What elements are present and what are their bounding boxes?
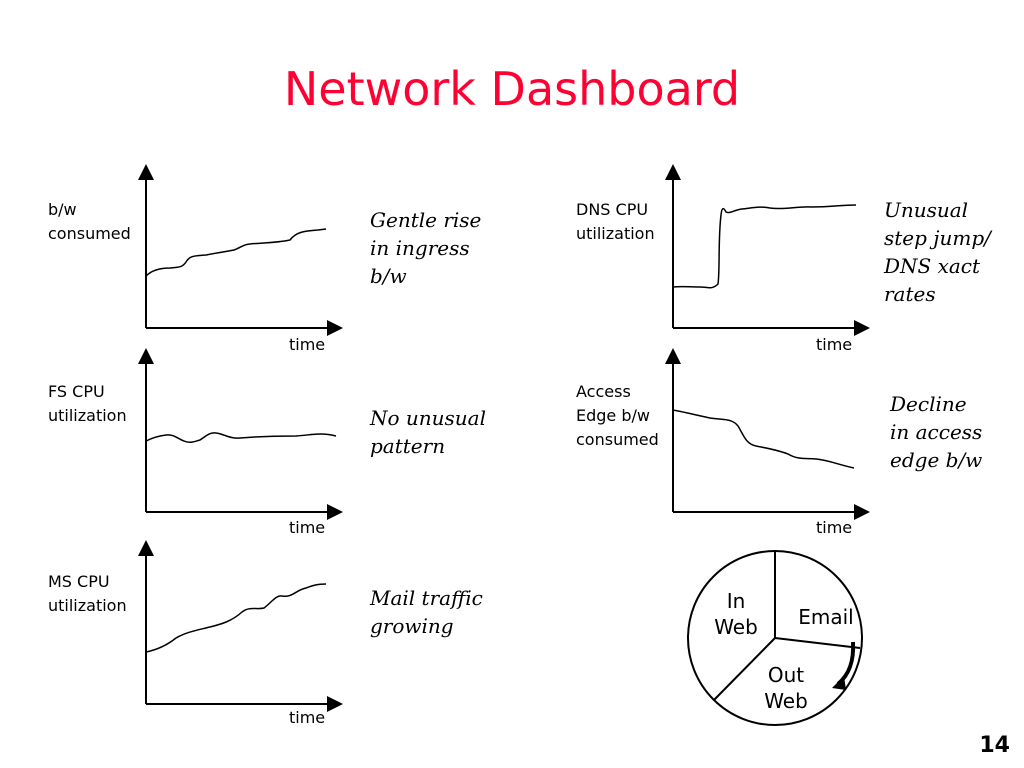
series-line [145,432,337,444]
note-mail-traffic: Mail traffic growing [370,586,483,638]
pie-slice-out-web: Out Web [764,663,808,713]
xlabel-time: time [816,518,853,537]
series-line [145,583,327,653]
note-gentle-rise: Gentle rise in ingress b/w [370,208,482,288]
pie-slice-in-web: In Web [714,589,758,639]
series-line [672,409,855,469]
chart-fs-cpu [138,348,343,520]
page-number: 14 [979,733,1010,758]
ylabel-bw-consumed: b/w consumed [48,200,131,243]
pie-slice-email: Email [798,605,854,629]
traffic-pie [687,550,863,726]
series-line [145,228,327,277]
note-decline: Decline in access edge b/w [890,392,983,472]
note-no-unusual: No unusual pattern [370,406,487,458]
xlabel-time: time [289,335,326,354]
note-step-jump: Unusual step jump/ DNS xact rates [884,198,991,306]
ylabel-dns-cpu: DNS CPU utilization [576,200,655,243]
xlabel-time: time [289,708,326,727]
slide-title: Network Dashboard [283,62,741,116]
ylabel-fs-cpu: FS CPU utilization [48,382,127,425]
series-line [672,204,857,289]
xlabel-time: time [289,518,326,537]
chart-ms-cpu [138,540,343,712]
chart-dns-cpu [665,164,870,336]
xlabel-time: time [816,335,853,354]
chart-access-edge-bw [665,348,870,520]
ylabel-ms-cpu: MS CPU utilization [48,572,127,615]
chart-bw-consumed [138,164,343,336]
ylabel-access-edge-bw: Access Edge b/w consumed [576,382,659,449]
